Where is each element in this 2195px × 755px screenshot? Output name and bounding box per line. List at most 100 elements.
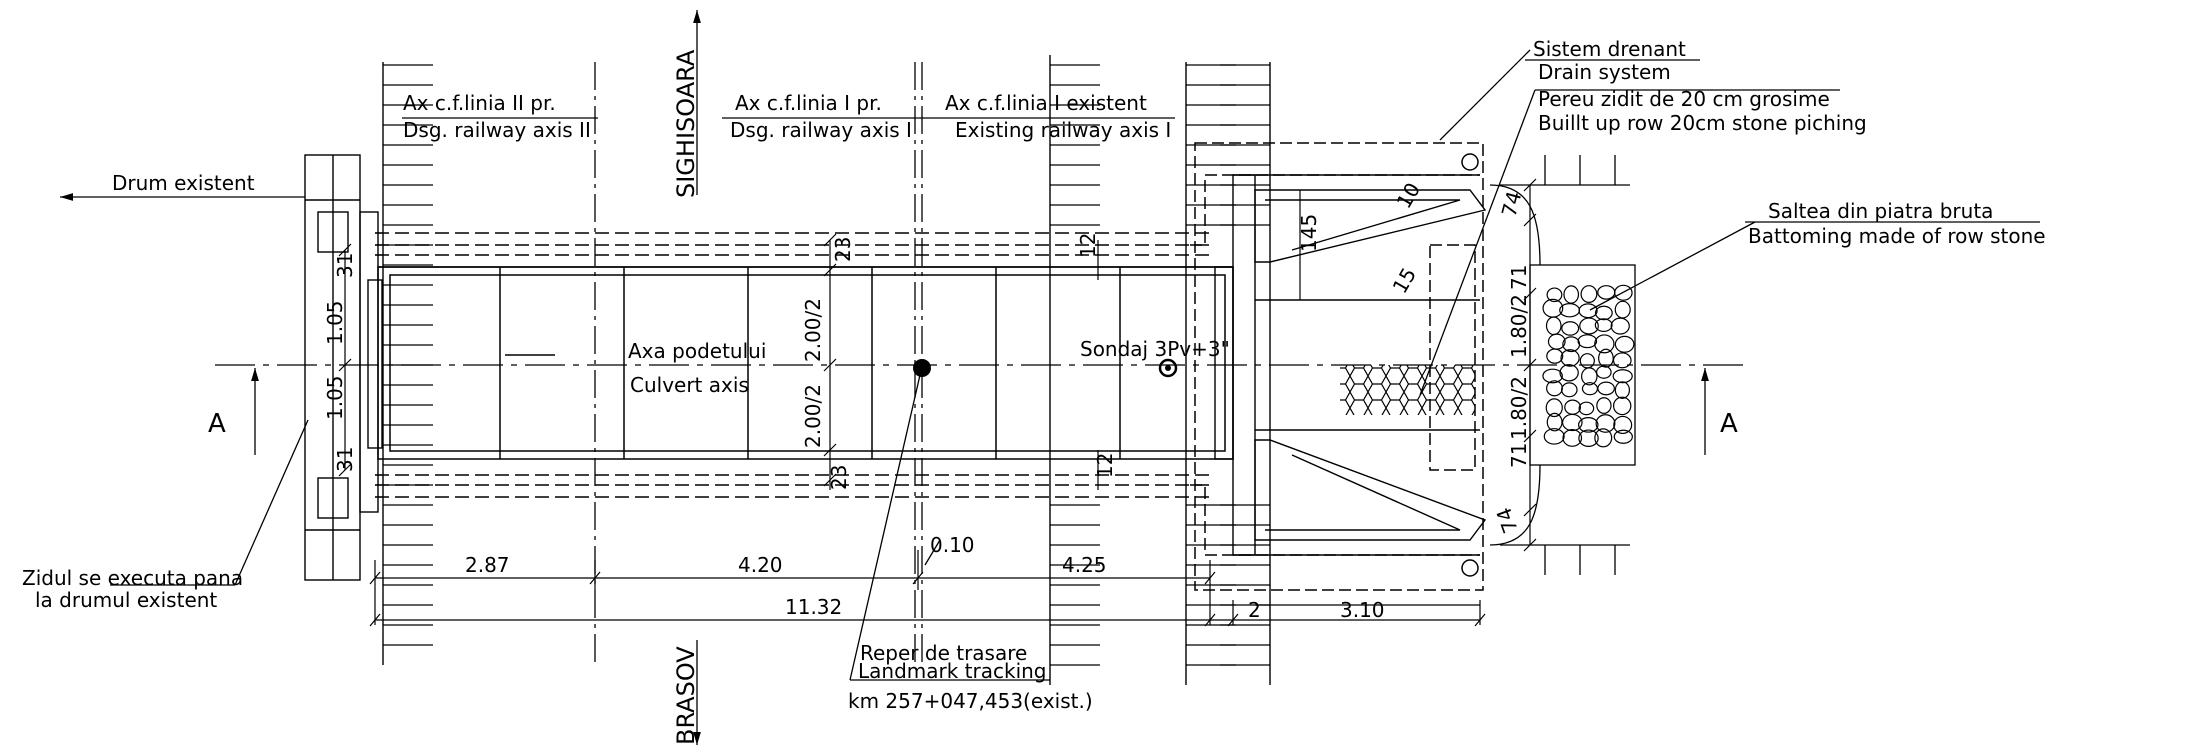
dim-71-bot: 71	[1507, 443, 1531, 468]
stone	[1578, 303, 1598, 319]
dim-1-05-top: 1.05	[323, 300, 347, 345]
dim-2: 2	[1248, 598, 1261, 622]
borehole-symbol	[1158, 358, 1178, 378]
label-ax-linia-i: Ax c.f.linia I pr.	[735, 91, 882, 115]
label-landmark: Landmark tracking	[858, 659, 1047, 683]
landmark-point	[913, 359, 931, 377]
stone	[1594, 428, 1613, 448]
stone	[1580, 285, 1598, 303]
dim-12-bot: 12	[1093, 453, 1117, 478]
drain-system-dashed	[1190, 142, 1484, 591]
dim-31-bot: 31	[333, 447, 357, 472]
dim-2-00-bot: 2.00/2	[801, 384, 825, 448]
label-dsg-axis-i: Dsg. railway axis I	[730, 118, 912, 142]
stone	[1561, 321, 1580, 336]
stone	[1594, 305, 1613, 321]
dim-71-top: 71	[1507, 265, 1531, 290]
dim-1-80-top: 1.80/2	[1507, 294, 1531, 358]
label-sighisoara: SIGHISOARA	[672, 49, 700, 198]
dim-3-10: 3.10	[1340, 598, 1385, 622]
dim-0-10: 0.10	[930, 533, 975, 557]
stone	[1594, 318, 1613, 332]
label-zidul-2: la drumul existent	[35, 588, 217, 612]
stone	[1564, 399, 1581, 415]
label-existing-axis-i: Existing railway axis I	[955, 118, 1171, 142]
label-sondaj: Sondaj 3Pv+3"	[1080, 337, 1230, 361]
dim-74-top: 74	[1497, 188, 1527, 219]
dim-1-80-bot: 1.80/2	[1507, 376, 1531, 440]
label-km: km 257+047,453(exist.)	[848, 689, 1093, 713]
dim-2-00-top: 2.00/2	[801, 298, 825, 362]
dim-74-bot: 74	[1491, 504, 1522, 536]
dim-15: 15	[1388, 263, 1422, 297]
label-ax-linia-i-existent: Ax c.f.linia I existent	[945, 91, 1147, 115]
stone	[1545, 398, 1563, 418]
stone	[1613, 415, 1633, 435]
right-wing-walls	[1254, 189, 1487, 541]
dim-12-top: 12	[1076, 233, 1100, 258]
stone	[1545, 316, 1562, 336]
label-sistem-drenant: Sistem drenant	[1533, 37, 1686, 61]
stone	[1596, 397, 1612, 414]
stone	[1560, 349, 1580, 367]
label-drum-existent: Drum existent	[112, 171, 255, 195]
label-pereu-zidit: Pereu zidit de 20 cm grosime	[1538, 87, 1830, 111]
dimension-lines	[338, 178, 1537, 627]
stone	[1597, 285, 1616, 300]
label-culvert-axis: Culvert axis	[630, 373, 749, 397]
label-battoming: Battoming made of row stone	[1748, 224, 2046, 248]
stone	[1563, 285, 1580, 304]
stone	[1559, 364, 1579, 382]
drain-grating	[1340, 365, 1475, 415]
stone	[1543, 428, 1565, 445]
sleeper-ticks	[383, 64, 1270, 666]
leader-lines	[60, 10, 2040, 745]
label-dsg-axis-ii: Dsg. railway axis II	[403, 118, 591, 142]
label-brasov: BRASOV	[672, 646, 700, 745]
label-ax-linia-ii: Ax c.f.linia II pr.	[403, 91, 556, 115]
stone	[1612, 396, 1632, 416]
stone	[1614, 335, 1635, 353]
dim-1-05-bot: 1.05	[323, 375, 347, 420]
stone	[1598, 348, 1614, 368]
stone	[1595, 365, 1612, 379]
left-head-wall	[304, 154, 383, 581]
stone	[1578, 416, 1599, 433]
dim-31-top: 31	[333, 253, 357, 278]
stone	[1595, 414, 1616, 433]
stone	[1542, 368, 1563, 384]
stone	[1594, 334, 1615, 354]
label-reper: Reper de trasare	[860, 641, 1027, 665]
stone	[1547, 333, 1566, 350]
stone	[1561, 382, 1578, 398]
stone	[1562, 429, 1583, 447]
dim-23-bot: 23	[827, 465, 851, 490]
dim-2-87: 2.87	[465, 553, 510, 577]
stone	[1612, 352, 1632, 369]
dim-10: 10	[1392, 178, 1426, 212]
stone	[1561, 413, 1583, 432]
stone	[1546, 287, 1563, 303]
stone	[1597, 381, 1615, 396]
stone	[1579, 317, 1599, 335]
railway-track-i-existing	[1049, 55, 1271, 685]
stone	[1581, 367, 1598, 386]
label-section-a-right: A	[1720, 409, 1738, 439]
stone	[1613, 429, 1633, 444]
stone	[1614, 300, 1631, 319]
stone	[1579, 353, 1595, 369]
dim-11-32: 11.32	[785, 595, 842, 619]
dim-23-top: 23	[831, 237, 855, 262]
stone	[1578, 429, 1599, 447]
stone	[1614, 381, 1631, 399]
label-saltea: Saltea din piatra bruta	[1768, 199, 1993, 223]
label-drain-system: Drain system	[1538, 60, 1671, 84]
label-section-a-left: A	[208, 409, 226, 439]
dim-4-25: 4.25	[1062, 553, 1107, 577]
stone	[1614, 284, 1633, 301]
label-axa-podetului: Axa podetului	[628, 339, 766, 363]
stone-bottoming	[1542, 284, 1635, 448]
label-zidul-1: Zidul se executa pana	[22, 566, 243, 590]
stone	[1610, 317, 1630, 335]
